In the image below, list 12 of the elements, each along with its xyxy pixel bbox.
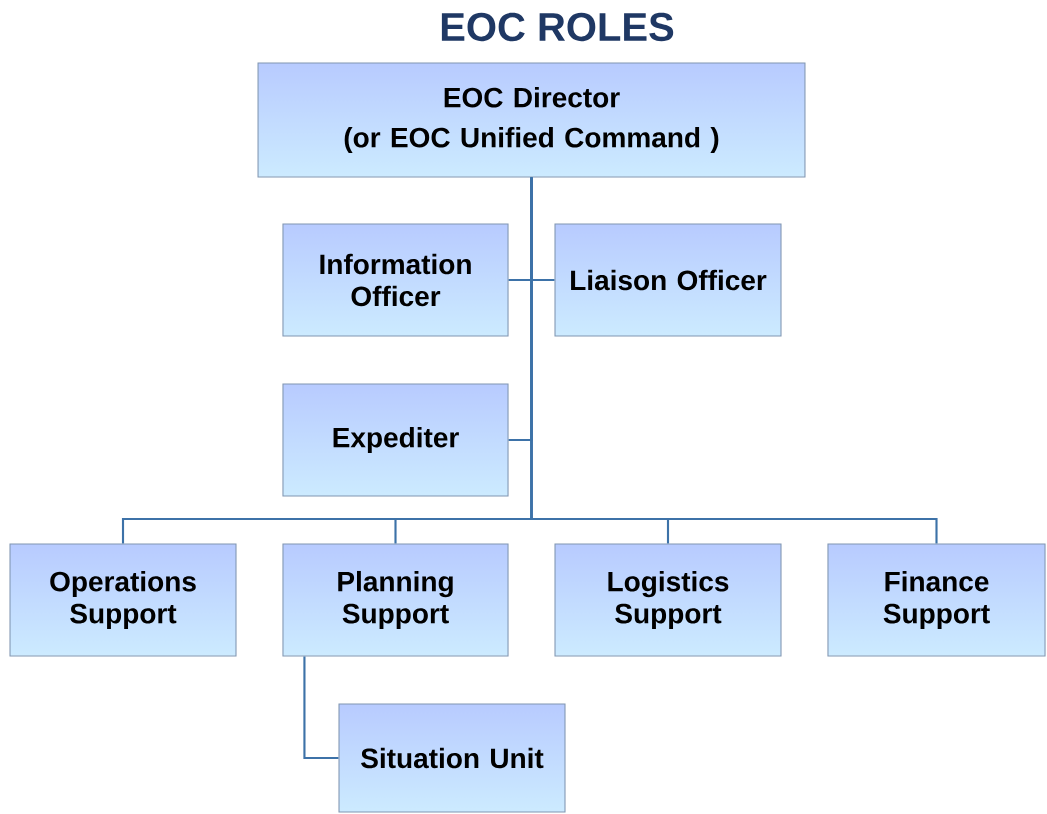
role-box: Planning Support xyxy=(282,543,509,657)
role-box: Situation Unit xyxy=(338,703,566,813)
title: EOC ROLES xyxy=(441,12,674,42)
role-box: Operations Support xyxy=(9,543,237,657)
connector-line xyxy=(530,177,938,544)
role-box: EOC Director (or EOC Unified Command ) xyxy=(257,62,806,178)
role-box: Liaison Officer xyxy=(554,223,782,337)
role-box: Expediter xyxy=(282,383,509,497)
role-box: Logistics Support xyxy=(554,543,782,657)
role-box: Information Officer xyxy=(282,223,509,337)
role-box: Finance Support xyxy=(827,543,1046,657)
connector-line xyxy=(303,656,339,760)
